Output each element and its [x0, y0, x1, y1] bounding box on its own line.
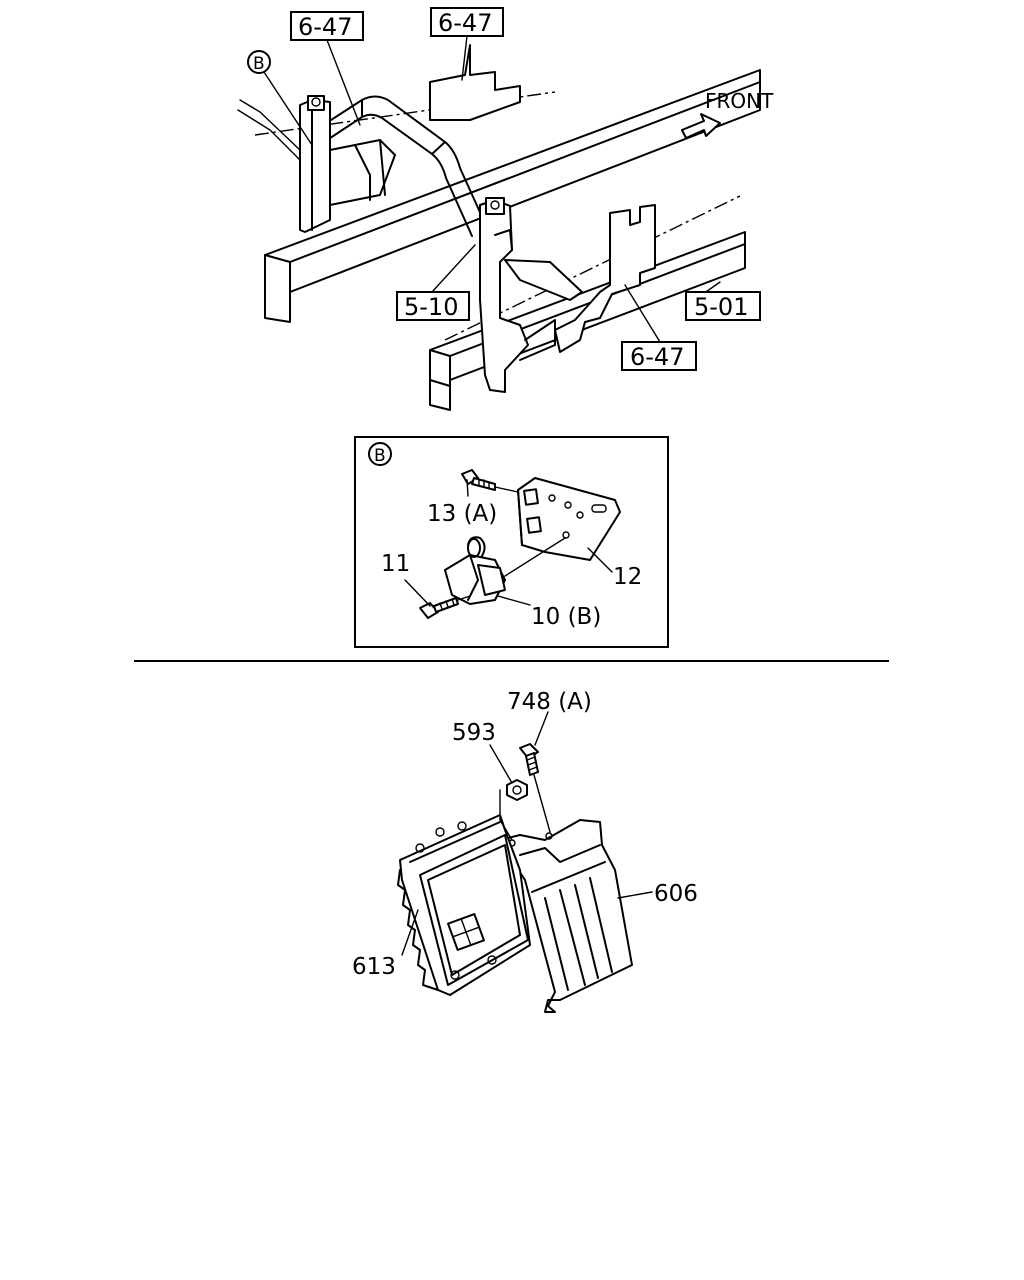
- bolt-13a: [461, 469, 519, 493]
- svg-text:6-47: 6-47: [630, 343, 684, 371]
- crossmember-bracket-right: [554, 204, 656, 353]
- crossmember-tube: [299, 95, 489, 231]
- detail-b-panel-marker-text: B: [374, 446, 386, 466]
- bolt-11: [419, 595, 471, 619]
- leader-6-47-c: [624, 284, 661, 343]
- svg-text:6-47: 6-47: [298, 13, 352, 41]
- detail-b-panel-marker: [368, 442, 392, 466]
- ecu-view: 748 (A) 593 606 613: [352, 689, 698, 1013]
- sensor-bracket-12: [517, 477, 621, 561]
- detail-b-marker: [247, 50, 271, 74]
- svg-text:6-47: 6-47: [438, 9, 492, 37]
- label-748a: 748 (A): [507, 689, 592, 715]
- leader-b-marker: [263, 71, 313, 146]
- detail-b-marker-text: B: [253, 54, 265, 74]
- ecu-613: [399, 814, 531, 996]
- ref-box-5-01: 5-01: [685, 291, 761, 321]
- crossmember-bracket-top: [429, 44, 521, 121]
- detail-b-panel: B: [354, 436, 669, 648]
- leader-6-47-a: [326, 39, 361, 126]
- label-13a: 13 (A): [427, 501, 497, 527]
- nut-593: [499, 779, 528, 841]
- left-mount-bracket: [299, 99, 331, 233]
- label-11: 11: [381, 551, 410, 577]
- frame-assembly-view: FRONT B 6-47 6-47 5-10 5-01 6-47: [237, 7, 774, 411]
- label-606: 606: [654, 881, 698, 907]
- front-arrow-icon: [681, 113, 721, 139]
- ref-box-6-47-a: 6-47: [290, 11, 364, 41]
- leader-6-47-b: [461, 35, 468, 81]
- label-10b: 10 (B): [531, 604, 601, 630]
- label-12: 12: [613, 564, 642, 590]
- svg-text:5-01: 5-01: [694, 293, 748, 321]
- leader-5-10: [431, 244, 476, 293]
- front-label: FRONT: [705, 89, 774, 113]
- ref-box-5-10: 5-10: [396, 291, 470, 321]
- svg-text:5-10: 5-10: [404, 293, 458, 321]
- ref-box-6-47-b: 6-47: [430, 7, 504, 37]
- label-613: 613: [352, 954, 396, 980]
- sensor-10b: [444, 536, 566, 605]
- right-hanger-bracket: [479, 199, 529, 393]
- ref-box-6-47-c: 6-47: [621, 341, 697, 371]
- bolt-748a: [519, 743, 551, 833]
- label-593: 593: [452, 720, 496, 746]
